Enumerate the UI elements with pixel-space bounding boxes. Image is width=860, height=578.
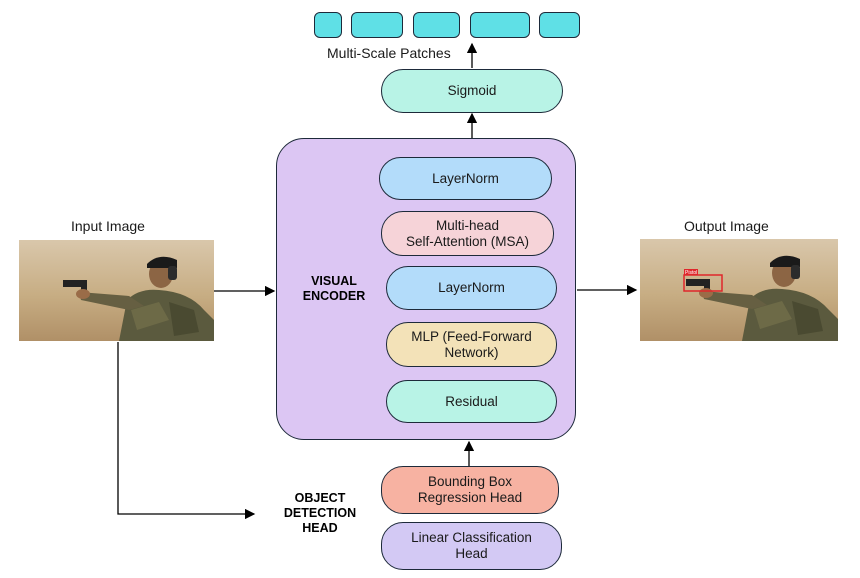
patch-1 [314, 12, 342, 38]
input-image [19, 240, 214, 341]
mlp-block: MLP (Feed-Forward Network) [386, 322, 557, 367]
output-image: Pistol [640, 239, 838, 341]
output-image-label: Output Image [684, 218, 769, 234]
linear-classification-head: Linear Classification Head [381, 522, 562, 570]
input-image-label: Input Image [71, 218, 145, 234]
detection-tag: Pistol [685, 270, 697, 276]
visual-encoder-label: VISUAL ENCODER [302, 274, 366, 303]
patch-2 [351, 12, 403, 38]
input-to-detection-arrow [117, 342, 256, 520]
object-detection-head-label: OBJECT DETECTION HEAD [283, 491, 357, 535]
patch-4 [470, 12, 530, 38]
bbox-regression-head: Bounding Box Regression Head [381, 466, 559, 514]
patches-label: Multi-Scale Patches [327, 45, 451, 61]
residual-block: Residual [386, 380, 557, 423]
patch-5 [539, 12, 580, 38]
layernorm-block-2: LayerNorm [386, 266, 557, 310]
patch-3 [413, 12, 460, 38]
msa-block: Multi-head Self-Attention (MSA) [381, 211, 554, 256]
layernorm-block-1: LayerNorm [379, 157, 552, 200]
sigmoid-block: Sigmoid [381, 69, 563, 113]
detection-box [683, 274, 723, 292]
